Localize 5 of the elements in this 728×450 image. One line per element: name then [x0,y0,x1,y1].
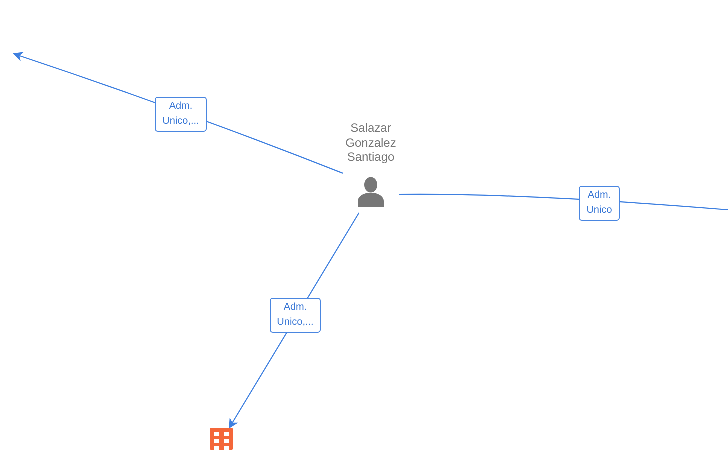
edge-label: Adm. Unico [579,186,620,221]
edge-label: Adm. Unico,... [270,298,321,333]
person-name: Salazar Gonzalez Santiago [344,121,398,164]
building-icon [210,428,233,450]
edge-label: Adm. Unico,... [155,97,207,132]
